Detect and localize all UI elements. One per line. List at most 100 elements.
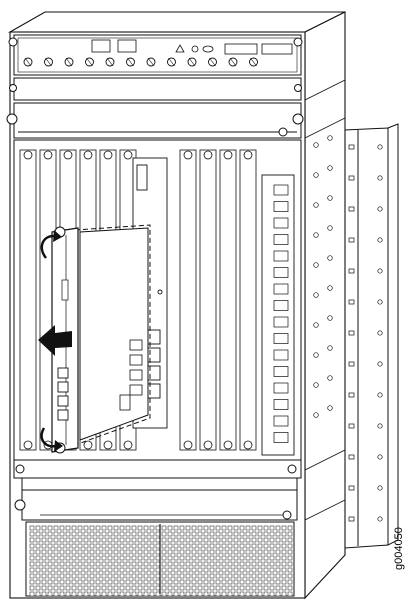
- grille-cell: [239, 585, 245, 591]
- grille-cell: [143, 567, 149, 573]
- grille-cell: [119, 561, 125, 567]
- chassis-side-detail: [304, 79, 346, 521]
- grille-cell: [137, 567, 143, 573]
- grille-cell: [245, 543, 251, 549]
- grille-cell: [71, 525, 77, 531]
- grille-cell: [275, 543, 281, 549]
- grille-cell: [263, 561, 269, 567]
- rail-hole: [377, 485, 383, 491]
- grille-cell: [89, 579, 95, 585]
- grille-cell: [107, 531, 113, 537]
- grille-cell: [101, 537, 107, 543]
- grille-cell: [41, 585, 47, 591]
- grille-cell: [251, 531, 257, 537]
- grille-cell: [251, 525, 257, 531]
- grille-cell: [83, 525, 89, 531]
- grille-cell: [263, 543, 269, 549]
- grille-cell: [185, 591, 191, 597]
- grille-cell: [251, 567, 257, 573]
- grille-cell: [263, 525, 269, 531]
- grille-cell: [251, 537, 257, 543]
- grille-cell: [215, 585, 221, 591]
- grille-cell: [71, 573, 77, 579]
- grille-cell: [215, 525, 221, 531]
- grille-cell: [221, 573, 227, 579]
- grille-cell: [143, 543, 149, 549]
- fan-tray: [14, 489, 298, 521]
- grille-cell: [77, 579, 83, 585]
- grille-cell: [215, 531, 221, 537]
- grille-cell: [53, 585, 59, 591]
- grille-cell: [269, 549, 275, 555]
- grille-cell: [35, 549, 41, 555]
- grille-cell: [83, 567, 89, 573]
- side-hole: [327, 225, 333, 231]
- grille-cell: [161, 525, 167, 531]
- curved-arrow-head: [54, 440, 63, 452]
- grille-cell: [65, 573, 71, 579]
- grille-cell: [209, 567, 215, 573]
- grille-cell: [257, 561, 263, 567]
- rack-rail-holes: [348, 144, 383, 522]
- grille-cell: [245, 573, 251, 579]
- grille-cell: [65, 543, 71, 549]
- grille-cell: [185, 585, 191, 591]
- pic-module: [261, 174, 295, 456]
- upper-plenum: [6, 102, 304, 139]
- grille-cell: [197, 585, 203, 591]
- grille-cell: [29, 567, 35, 573]
- side-hole: [313, 382, 319, 388]
- grille-cell: [71, 567, 77, 573]
- grille-cell: [71, 549, 77, 555]
- grille-cell: [287, 537, 293, 543]
- grille-cell: [143, 537, 149, 543]
- pic-port: [273, 333, 289, 344]
- grille-cell: [191, 543, 197, 549]
- grille-cell: [119, 537, 125, 543]
- grille-cell: [35, 573, 41, 579]
- pic-port: [273, 366, 289, 377]
- grille-cell: [59, 561, 65, 567]
- grille-cell: [35, 567, 41, 573]
- grille-cell: [287, 549, 293, 555]
- grille-cell: [65, 549, 71, 555]
- grille-cell: [143, 555, 149, 561]
- grille-cell: [185, 543, 191, 549]
- grille-cell: [149, 585, 155, 591]
- grille-cell: [131, 573, 137, 579]
- grille-cell: [179, 531, 185, 537]
- grille-cell: [269, 579, 275, 585]
- grille-cell: [83, 579, 89, 585]
- grille-cell: [107, 567, 113, 573]
- rail-hole: [348, 175, 355, 181]
- grille-cell: [287, 555, 293, 561]
- grille-cell: [95, 591, 101, 597]
- grille-cell: [71, 561, 77, 567]
- grille-cell: [71, 579, 77, 585]
- grille-cell: [197, 537, 203, 543]
- grille-cell: [191, 585, 197, 591]
- pic-port: [273, 415, 289, 427]
- grille-cell: [227, 561, 233, 567]
- grille-cell: [173, 525, 179, 531]
- grille-cell: [227, 549, 233, 555]
- grille-cell: [125, 573, 131, 579]
- grille-cell: [275, 531, 281, 537]
- grille-cell: [281, 591, 287, 597]
- side-hole: [313, 232, 319, 238]
- grille-cell: [41, 525, 47, 531]
- grille-cell: [47, 579, 53, 585]
- grille-cell: [233, 561, 239, 567]
- grille-cell: [161, 543, 167, 549]
- grille-cell: [41, 549, 47, 555]
- grille-cell: [113, 573, 119, 579]
- grille-cell: [233, 591, 239, 597]
- grille-cell: [269, 591, 275, 597]
- grille-cell: [263, 567, 269, 573]
- grille-cell: [215, 579, 221, 585]
- craft-status-icons: [175, 43, 293, 55]
- slot-ejector-bottom: [223, 440, 233, 450]
- grille-cell: [83, 531, 89, 537]
- fpc-slot: [219, 149, 237, 451]
- grille-cell: [113, 561, 119, 567]
